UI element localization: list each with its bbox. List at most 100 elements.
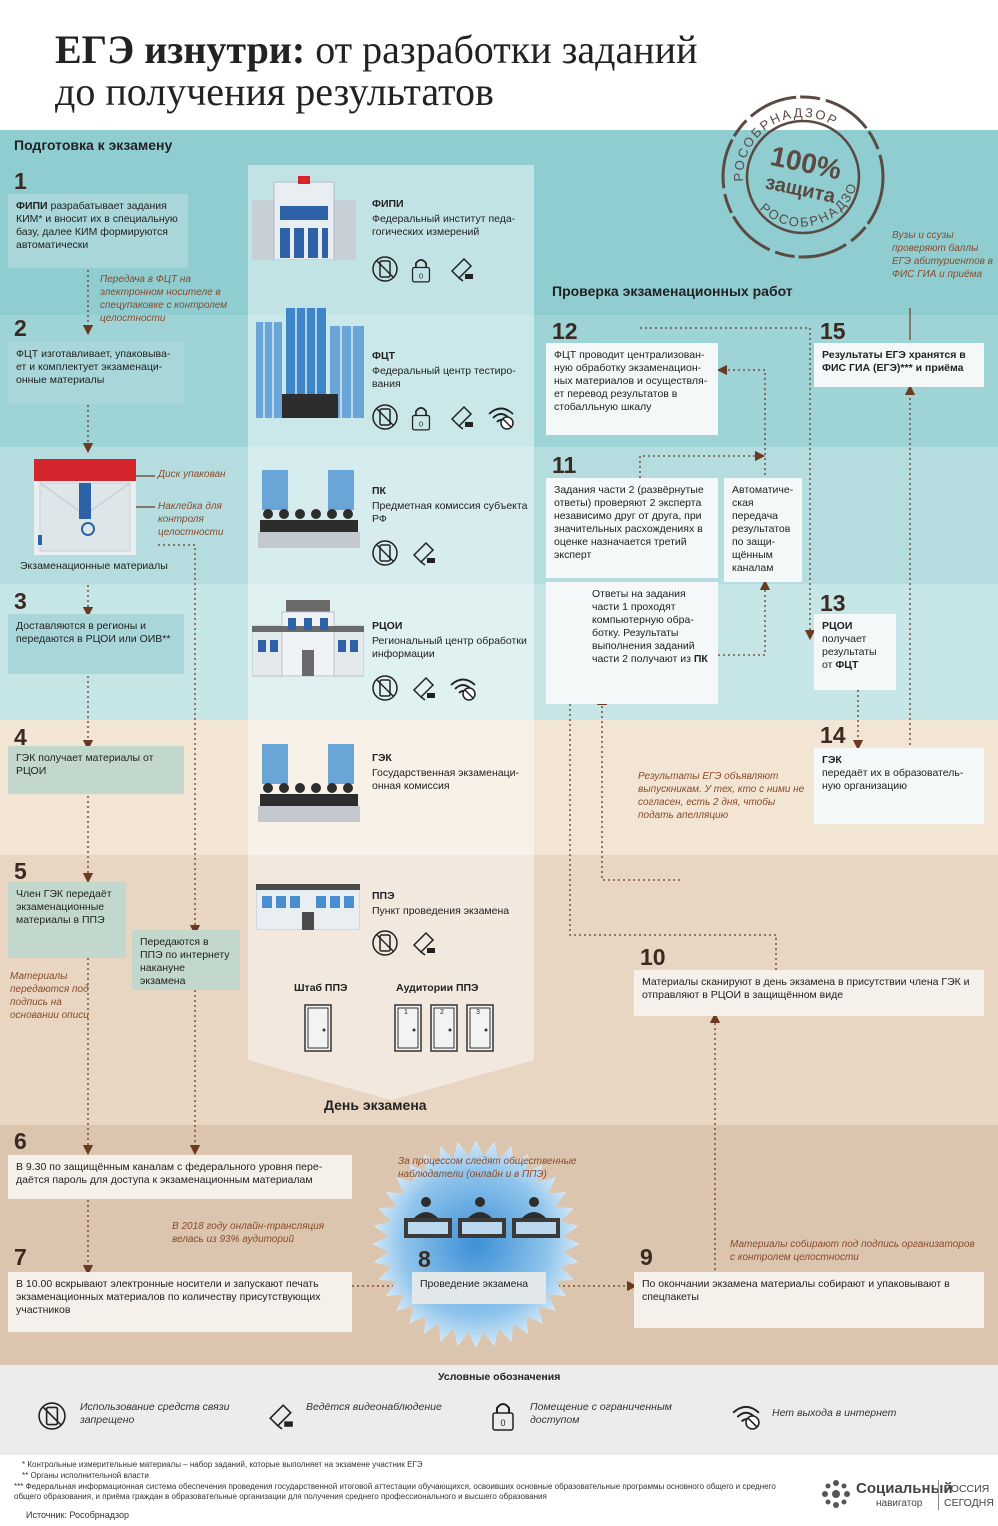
phone-icon xyxy=(372,930,398,956)
svg-text:0: 0 xyxy=(500,1418,505,1428)
step-11b-box: Ответы на задания части 1 проходят компь… xyxy=(546,582,718,704)
inst-pk-desc: Предметная комиссия субъек­та РФ xyxy=(372,500,528,525)
step-9-box: По окончании экзамена материалы собирают… xyxy=(634,1272,984,1328)
legend-camera-icon xyxy=(269,1404,293,1430)
inst-ppe-name: ППЭ xyxy=(372,890,395,902)
step-5-text: Член ГЭК передаёт экзаменационные матери… xyxy=(16,888,112,926)
step-5b-text: Передаются в ППЭ по интернету накануне э… xyxy=(140,936,230,987)
step-13-text: получает результаты от xyxy=(822,633,877,671)
logo-ria-2: СЕГОДНЯ xyxy=(944,1497,994,1509)
camera-icon xyxy=(448,256,474,282)
step-4-text: ГЭК получает материалы от РЦОИ xyxy=(16,752,154,777)
step-2-number: 2 xyxy=(14,315,27,341)
hq-label: Штаб ППЭ xyxy=(294,982,348,994)
stamp-seal-icon: РОСОБРНАДЗОР РОСОБРНАДЗОР 100% защита xyxy=(718,92,885,259)
step-3-text: Доставляются в регионы и передаются в РЦ… xyxy=(16,620,171,645)
inst-ppe-desc: Пункт проведения экзамена xyxy=(372,905,510,917)
section-check: Проверка экзаменационных работ xyxy=(552,283,793,299)
inst-gek-name: ГЭК xyxy=(372,752,392,764)
phone-icon xyxy=(372,404,398,430)
page-title-line2: до получения результатов xyxy=(55,69,494,114)
note-sticker: Наклейка для контроля целостности xyxy=(158,501,224,538)
step-9-text: По окончании экзамена материалы собирают… xyxy=(642,1278,950,1303)
step-14-text: передаёт их в образователь­ную организац… xyxy=(822,767,964,792)
footnote-3: *** Федеральная информационная система о… xyxy=(14,1482,776,1501)
legend-lock: Помещение с ограниченным доступом xyxy=(530,1401,672,1426)
room-door-1: 1 xyxy=(394,1004,422,1052)
step-14-bold: ГЭК xyxy=(822,754,842,766)
inst-fct-desc: Федеральный центр тестиро­вания xyxy=(372,365,516,390)
step-12-box: ФЦТ проводит централизован­ную обработку… xyxy=(546,343,718,435)
materials-label: Экзаменационные материалы xyxy=(20,560,168,572)
step-10-number: 10 xyxy=(640,944,666,970)
step-3-box: Доставляются в регионы и передаются в РЦ… xyxy=(8,614,184,674)
step-11-number: 11 xyxy=(552,452,577,478)
step-4-number: 4 xyxy=(14,724,27,750)
inst-fipi-name: ФИПИ xyxy=(372,198,404,210)
inst-fct-name: ФЦТ xyxy=(372,350,396,362)
step-2-box: ФЦТ изготавливает, упаковыва­ет и компле… xyxy=(8,342,184,404)
note-observers: За процессом следят общественные наблюда… xyxy=(398,1156,577,1180)
lock-icon: 0 xyxy=(410,256,436,283)
room-door-2: 2 xyxy=(430,1004,458,1052)
legend-wifi-icon xyxy=(732,1405,760,1430)
step-12-number: 12 xyxy=(552,318,578,344)
logo-social-2: навигатор xyxy=(876,1498,923,1509)
step-6-number: 6 xyxy=(14,1128,27,1154)
rcoi-building-icon xyxy=(252,600,364,677)
step-15-text: Результаты ЕГЭ хранятся в ФИС ГИА (ЕГЭ)*… xyxy=(822,349,966,374)
camera-icon xyxy=(448,404,474,430)
phone-icon xyxy=(372,256,398,282)
step-10-text: Материалы сканируют в день экзамена в пр… xyxy=(642,976,970,1001)
step-8-text: Проведение экзамена xyxy=(420,1278,529,1290)
ppe-building-icon xyxy=(256,884,360,930)
step-14-box: ГЭК передаёт их в образователь­ную орган… xyxy=(814,748,984,824)
logo-ria-1: РОССИЯ xyxy=(944,1483,990,1495)
band-legend xyxy=(0,1365,998,1455)
lock-icon: 0 xyxy=(410,404,436,431)
step-9-number: 9 xyxy=(640,1244,653,1270)
svg-text:0: 0 xyxy=(419,419,423,428)
gek-commission-icon xyxy=(258,744,360,822)
step-2-text: ФЦТ изготавливает, упаковыва­ет и компле… xyxy=(16,348,171,386)
fct-building-icon xyxy=(256,308,364,418)
door-1-number: 1 xyxy=(404,1009,408,1016)
inst-pk-name: ПК xyxy=(372,485,386,497)
step-13-bold2: ФЦТ xyxy=(835,659,859,671)
step-11-text: Задания части 2 (развёрнутые ответы) про… xyxy=(554,484,704,561)
pk-commission-icon xyxy=(258,470,360,548)
step-7-box: В 10.00 вскрывают электронные носители и… xyxy=(8,1272,352,1332)
footnote-source: Источник: Рособрнадзор xyxy=(26,1510,130,1520)
title-rest: от разработки заданий xyxy=(305,27,698,72)
exam-desks-icon xyxy=(404,1197,560,1238)
step-5-number: 5 xyxy=(14,858,27,884)
note-transfer-fct: Передача в ФЦТ на электронном носителе в… xyxy=(100,274,228,324)
step-11c-box: Автоматиче­ская переда­ча результа­тов п… xyxy=(724,478,802,582)
door-3-number: 3 xyxy=(476,1009,480,1016)
step-15-box: Результаты ЕГЭ хранятся в ФИС ГИА (ЕГЭ)*… xyxy=(814,343,984,387)
note-disk: Диск упакован xyxy=(158,469,226,480)
step-11c-text: Автоматиче­ская переда­ча результа­тов п… xyxy=(732,484,794,574)
wifi-icon xyxy=(486,404,514,430)
note-universities: Вузы и ссузы проверяют баллы ЕГЭ абитури… xyxy=(892,230,993,280)
legend-wifi: Нет выхода в интернет xyxy=(772,1407,897,1419)
step-13-number: 13 xyxy=(820,590,846,616)
inst-rcoi-desc: Региональный центр обработ­ки информации xyxy=(372,635,527,660)
step-7-text: В 10.00 вскрывают электронные носители и… xyxy=(16,1278,321,1316)
wifi-icon xyxy=(448,675,476,701)
step-1-bold: ФИПИ xyxy=(16,200,48,212)
legend-lock-icon: 0 xyxy=(492,1403,514,1431)
band-3 xyxy=(0,447,998,584)
section-prep: Подготовка к экзамену xyxy=(14,137,173,153)
logo-divider xyxy=(938,1480,939,1510)
door-1-icon xyxy=(394,1004,422,1052)
step-10-box: Материалы сканируют в день экзамена в пр… xyxy=(634,970,984,1016)
step-13-bold1: РЦОИ xyxy=(822,620,853,632)
svg-text:0: 0 xyxy=(419,271,423,280)
legend-title: Условные обозначения xyxy=(438,1371,561,1383)
step-7-number: 7 xyxy=(14,1244,27,1270)
step-15-number: 15 xyxy=(820,318,846,344)
legend-camera: Ведётся видеонаблюдение xyxy=(306,1401,442,1413)
note-collect: Материалы собирают под подпись организа­… xyxy=(730,1239,975,1263)
fipi-building-icon xyxy=(252,176,356,260)
